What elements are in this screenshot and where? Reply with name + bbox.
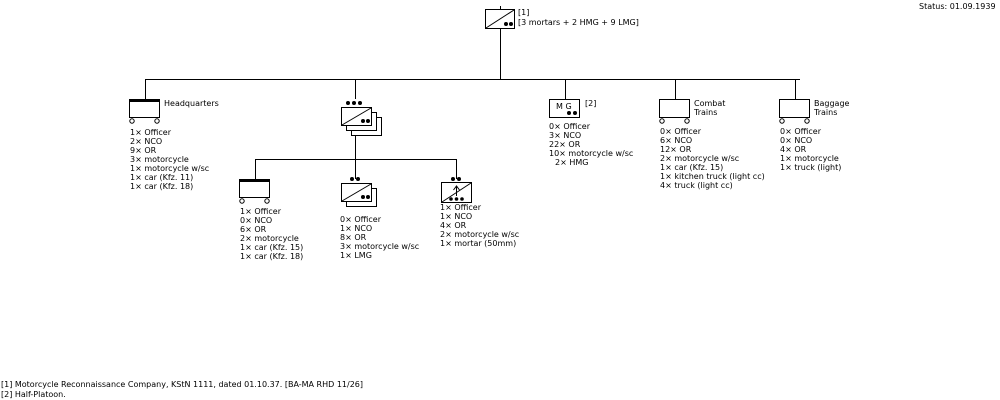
footnote-2: [2] Half-Platoon.: [1, 390, 66, 399]
mortar-equipment-list: 1× Officer 1× NCO 4× OR 2× motorcycle w/…: [440, 203, 519, 248]
combat-trains-line: 1× car (Kfz. 15): [660, 163, 724, 172]
platoon-hq-line: 1× Officer: [240, 207, 281, 216]
baggage-trains-label-2: Trains: [814, 108, 838, 117]
headquarters-line: 1× Officer: [130, 128, 171, 137]
mg-symbol-text: M G: [556, 102, 572, 111]
combat-trains-line: 4× truck (light cc): [660, 181, 733, 190]
squad-line: 8× OR: [340, 233, 367, 242]
platoon-hq-line: 1× car (Kfz. 15): [240, 243, 304, 252]
headquarters-equipment-list: 1× Officer 2× NCO 9× OR 3× motorcycle 1×…: [130, 128, 209, 191]
mortar-line: 2× motorcycle w/sc: [440, 230, 520, 239]
combat-trains-line: 6× NCO: [660, 136, 693, 145]
headquarters-line: 9× OR: [130, 146, 157, 155]
platoon-hq-line: 0× NCO: [240, 216, 273, 225]
company-summary: [3 mortars + 2 HMG + 9 LMG]: [518, 18, 639, 27]
mg-line: 3× NCO: [549, 131, 582, 140]
combat-trains-equipment-list: 0× Officer 6× NCO 12× OR 2× motorcycle w…: [660, 127, 765, 190]
mg-ref: [2]: [585, 99, 597, 108]
mortar-line: 1× Officer: [440, 203, 481, 212]
company-symbol-icon: [485, 6, 515, 29]
combat-trains-label-1: Combat: [694, 99, 726, 108]
mg-line: 2× HMG: [555, 158, 589, 167]
mortar-symbol-icon: [441, 177, 472, 203]
mg-half-platoon-symbol-icon: [549, 99, 580, 118]
baggage-trains-equipment-list: 0× Officer 0× NCO 4× OR 1× motorcycle 1×…: [780, 127, 841, 172]
baggage-trains-line: 4× OR: [780, 145, 807, 154]
headquarters-line: 2× NCO: [130, 137, 163, 146]
baggage-trains-line: 0× Officer: [780, 127, 821, 136]
platoon-hq-vehicle-icon: [239, 179, 270, 204]
squad-line: 0× Officer: [340, 215, 381, 224]
headquarters-label: Headquarters: [164, 99, 219, 108]
mg-line: 22× OR: [549, 140, 581, 149]
platoon-hq-line: 6× OR: [240, 225, 267, 234]
squad-stacked-symbol-icon: [341, 177, 377, 207]
mortar-line: 1× mortar (50mm): [440, 239, 517, 248]
baggage-trains-line: 1× truck (light): [780, 163, 842, 172]
combat-trains-label-2: Trains: [694, 108, 718, 117]
headquarters-line: 1× car (Kfz. 18): [130, 182, 194, 191]
headquarters-line: 3× motorcycle: [130, 155, 189, 164]
company-ref: [1]: [518, 8, 530, 17]
mg-equipment-list: 0× Officer 3× NCO 22× OR 10× motorcycle …: [549, 122, 633, 167]
platoon-hq-line: 1× car (Kfz. 18): [240, 252, 304, 261]
combat-trains-line: 2× motorcycle w/sc: [660, 154, 740, 163]
mg-line: 10× motorcycle w/sc: [549, 149, 634, 158]
platoon-stacked-symbol-icon: [341, 101, 382, 136]
mg-line: 0× Officer: [549, 122, 590, 131]
baggage-trains-vehicle-icon: [779, 99, 810, 124]
platoon-hq-line: 2× motorcycle: [240, 234, 299, 243]
platoon-hq-equipment-list: 1× Officer 0× NCO 6× OR 2× motorcycle 1×…: [240, 207, 303, 261]
squad-equipment-list: 0× Officer 1× NCO 8× OR 3× motorcycle w/…: [340, 215, 419, 260]
squad-line: 1× LMG: [340, 251, 372, 260]
combat-trains-line: 0× Officer: [660, 127, 701, 136]
footnote-1: [1] Motorcycle Reconnaissance Company, K…: [1, 380, 363, 389]
combat-trains-line: 12× OR: [660, 145, 692, 154]
combat-trains-vehicle-icon: [659, 99, 690, 124]
status-date: Status: 01.09.1939: [919, 2, 996, 11]
squad-line: 3× motorcycle w/sc: [340, 242, 420, 251]
headquarters-line: 1× motorcycle w/sc: [130, 164, 210, 173]
headquarters-line: 1× car (Kfz. 11): [130, 173, 194, 182]
baggage-trains-line: 0× NCO: [780, 136, 813, 145]
headquarters-vehicle-icon: [129, 99, 160, 124]
mortar-line: 1× NCO: [440, 212, 473, 221]
squad-line: 1× NCO: [340, 224, 373, 233]
baggage-trains-label-1: Baggage: [814, 99, 850, 108]
mortar-line: 4× OR: [440, 221, 467, 230]
baggage-trains-line: 1× motorcycle: [780, 154, 839, 163]
combat-trains-line: 1× kitchen truck (light cc): [660, 172, 765, 181]
